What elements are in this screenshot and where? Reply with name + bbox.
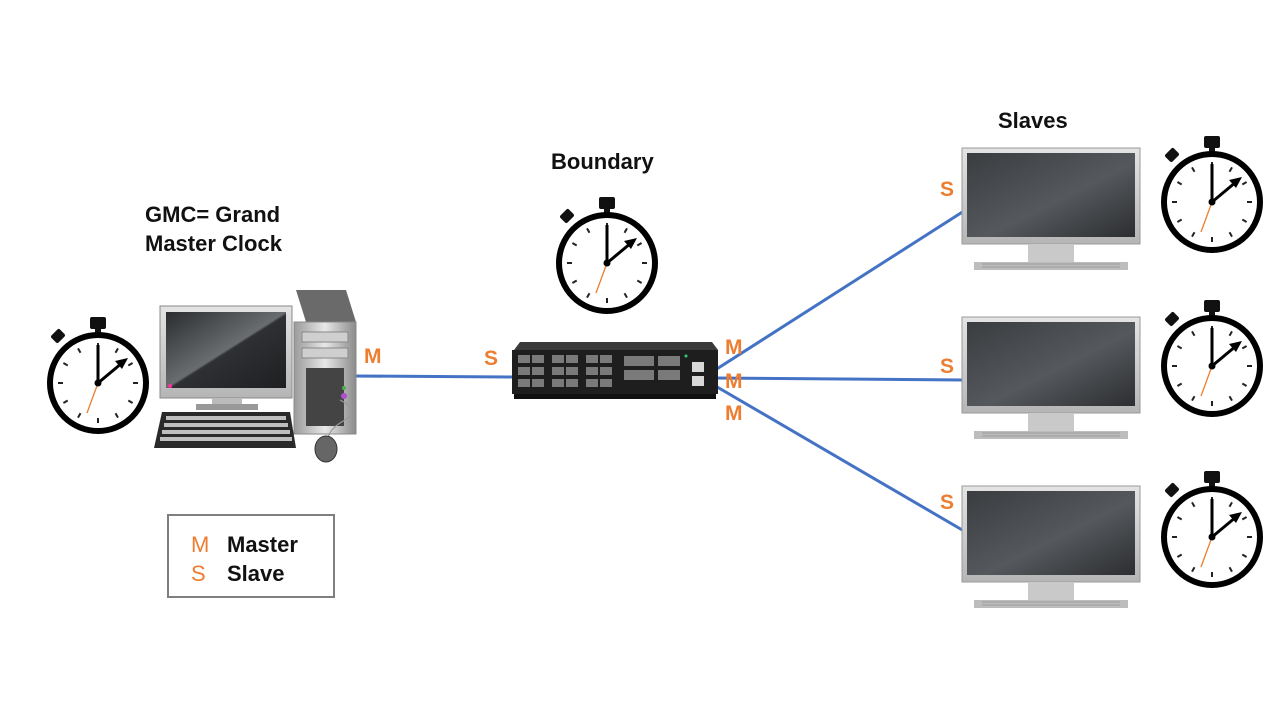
link-gmc-boundary — [351, 374, 513, 379]
boundary-label: Boundary — [551, 149, 654, 174]
network-switch-icon — [512, 342, 718, 399]
desktop-computer-icon — [154, 290, 357, 463]
stopwatch-icon — [1164, 136, 1260, 250]
port-slave-1: S — [940, 178, 955, 201]
monitor-icon — [961, 147, 1141, 271]
port-gmc-master: M — [364, 345, 382, 368]
port-boundary-slave: S — [484, 347, 499, 370]
port-boundary-master-3: M — [725, 402, 743, 425]
port-boundary-master-1: M — [725, 336, 743, 359]
stopwatch-icon — [559, 197, 655, 311]
legend-item-slave: S Slave — [191, 561, 285, 587]
link-boundary-slave-2 — [711, 376, 965, 382]
stopwatch-icon — [1164, 471, 1260, 585]
legend: M Master S Slave — [167, 514, 335, 598]
port-slave-3: S — [940, 491, 955, 514]
monitor-icon — [961, 485, 1141, 609]
legend-code: S — [191, 561, 206, 586]
link-boundary-slave-3 — [711, 382, 965, 533]
legend-text: Master — [227, 532, 298, 557]
port-slave-2: S — [940, 355, 955, 378]
gmc-label-line-1: GMC= Grand — [145, 202, 281, 227]
link-boundary-slave-1 — [711, 209, 965, 374]
stopwatch-icon — [50, 317, 146, 431]
port-boundary-master-2: M — [725, 370, 743, 393]
slaves-label: Slaves — [998, 108, 1068, 133]
monitor-icon — [961, 316, 1141, 440]
stopwatch-icon — [1164, 300, 1260, 414]
links — [351, 209, 965, 533]
legend-item-master: M Master — [191, 532, 298, 558]
legend-code: M — [191, 532, 210, 557]
gmc-label-line-2: Master Clock — [145, 231, 282, 256]
legend-text: Slave — [227, 561, 285, 586]
